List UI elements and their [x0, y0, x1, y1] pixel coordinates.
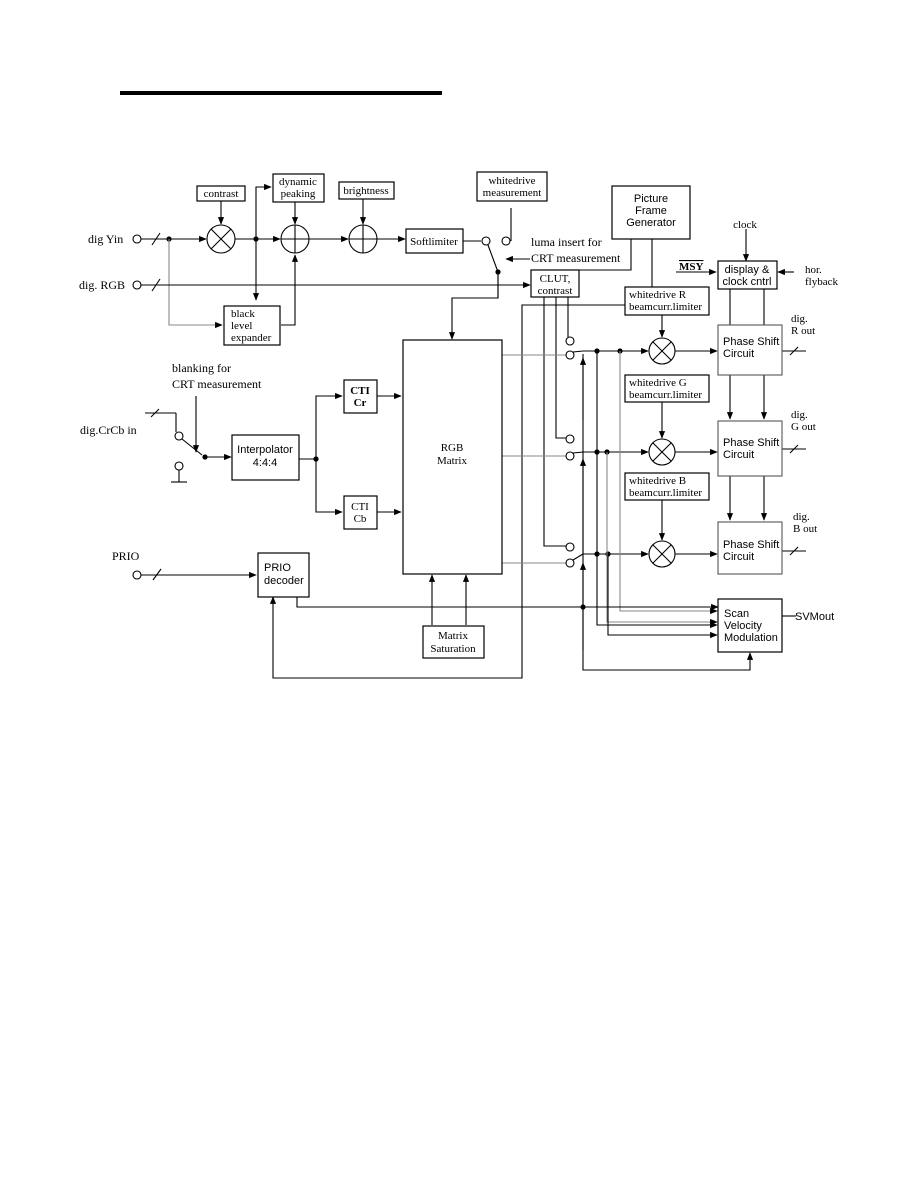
svg-text:whitedrive: whitedrive: [488, 175, 535, 187]
label-blanking: blanking for: [172, 361, 231, 375]
phase-shift-connections: [726, 346, 806, 617]
svg-text:whitedrive R: whitedrive R: [629, 289, 687, 301]
svg-text:Generator: Generator: [626, 217, 676, 229]
svg-text:brightness: brightness: [343, 185, 388, 197]
svg-text:peaking: peaking: [281, 188, 316, 200]
svg-text:Modulation: Modulation: [724, 632, 778, 644]
block-whitedrive-g: whitedrive G beamcurr.limiter: [624, 374, 710, 403]
svg-text:Scan: Scan: [724, 608, 749, 620]
svg-text:RGB: RGB: [441, 442, 464, 454]
block-whitedrive-r: whitedrive R beamcurr.limiter: [624, 286, 710, 316]
clut-outputs: [543, 297, 575, 552]
block-softlimiter: Softlimiter: [405, 228, 464, 254]
label-g-out: dig.: [791, 409, 808, 421]
block-brightness: brightness: [338, 181, 395, 200]
svg-text:beamcurr.limiter: beamcurr.limiter: [629, 389, 702, 401]
svg-text:CTI: CTI: [351, 501, 369, 513]
svg-text:clock cntrl: clock cntrl: [723, 276, 772, 288]
block-rgb-matrix: RGB Matrix: [402, 339, 503, 575]
block-dynamic-peaking: dynamic peaking: [272, 173, 325, 203]
block-prio-decoder: PRIO decoder: [257, 552, 310, 598]
svg-text:Circuit: Circuit: [723, 449, 754, 461]
channel-switches: [502, 347, 649, 568]
svg-text:Frame: Frame: [635, 205, 667, 217]
svg-text:Velocity: Velocity: [724, 620, 762, 632]
svg-text:Picture: Picture: [634, 193, 668, 205]
block-phase-shift-g: Phase Shift Circuit: [717, 420, 783, 477]
block-cti-cr: CTI Cr: [343, 379, 378, 414]
svg-text:Circuit: Circuit: [723, 348, 754, 360]
svg-text:flyback: flyback: [805, 276, 838, 288]
header-rule: [120, 91, 442, 95]
label-msy: MSY: [679, 261, 704, 273]
svg-text:CRT measurement: CRT measurement: [172, 377, 262, 391]
svg-text:Phase Shift: Phase Shift: [723, 336, 779, 348]
svg-text:beamcurr.limiter: beamcurr.limiter: [629, 487, 702, 499]
block-clut-contrast: CLUT, contrast: [530, 269, 580, 298]
svg-text:CTI: CTI: [350, 385, 370, 397]
prio-path: [132, 568, 470, 625]
label-hor-flyback: hor.: [805, 264, 822, 276]
svg-text:G out: G out: [791, 421, 816, 433]
svg-text:level: level: [231, 320, 252, 332]
block-matrix-saturation: Matrix Saturation: [422, 625, 485, 659]
svg-text:Phase Shift: Phase Shift: [723, 539, 779, 551]
svg-text:black: black: [231, 308, 255, 320]
block-whitedrive-measurement: whitedrive measurement: [476, 171, 548, 202]
pfg-to-clut-line: [575, 239, 632, 271]
label-b-out: dig.: [793, 511, 810, 523]
svg-text:Cr: Cr: [354, 397, 367, 409]
svg-text:whitedrive G: whitedrive G: [629, 377, 687, 389]
svg-text:PRIO: PRIO: [264, 562, 291, 574]
svg-text:expander: expander: [231, 332, 272, 344]
svg-text:whitedrive B: whitedrive B: [629, 475, 686, 487]
label-luma-insert: luma insert for: [531, 235, 602, 249]
svg-text:dynamic: dynamic: [279, 176, 317, 188]
svg-text:B out: B out: [793, 523, 817, 535]
chroma-path: [145, 392, 402, 516]
svg-text:Circuit: Circuit: [723, 551, 754, 563]
block-whitedrive-b: whitedrive B beamcurr.limiter: [624, 472, 710, 501]
svg-text:Matrix: Matrix: [438, 630, 468, 642]
svg-text:R out: R out: [791, 325, 815, 337]
label-clock: clock: [733, 219, 757, 231]
svg-text:4:4:4: 4:4:4: [253, 457, 277, 469]
block-display-clock: display & clock cntrl: [717, 260, 778, 290]
block-picture-frame-generator: Picture Frame Generator: [611, 185, 691, 240]
svg-text:Softlimiter: Softlimiter: [410, 236, 458, 248]
input-dig-yin: dig Yin: [88, 232, 123, 246]
svg-text:Interpolator: Interpolator: [237, 444, 293, 456]
input-dig-crcb: dig.CrCb in: [80, 423, 137, 437]
input-prio: PRIO: [112, 549, 140, 563]
svg-text:CLUT,: CLUT,: [540, 273, 571, 285]
label-r-out: dig.: [791, 313, 808, 325]
block-scan-velocity-modulation: Scan Velocity Modulation: [717, 598, 783, 653]
block-contrast: contrast: [196, 185, 246, 202]
rgb-input-path: [132, 278, 531, 292]
svg-text:contrast: contrast: [538, 285, 573, 297]
svg-text:CRT measurement: CRT measurement: [531, 251, 621, 265]
block-phase-shift-b: Phase Shift Circuit: [717, 521, 783, 575]
svg-text:display &: display &: [725, 264, 770, 276]
svg-text:Phase Shift: Phase Shift: [723, 437, 779, 449]
svg-text:beamcurr.limiter: beamcurr.limiter: [629, 301, 702, 313]
svg-text:measurement: measurement: [483, 187, 542, 199]
block-black-level-expander: black level expander: [223, 305, 281, 346]
svg-text:decoder: decoder: [264, 575, 304, 587]
input-dig-rgb: dig. RGB: [79, 278, 125, 292]
whitedrive-multipliers: [648, 315, 718, 568]
block-contrast-label: contrast: [204, 188, 239, 200]
svg-text:Matrix: Matrix: [437, 455, 467, 467]
block-phase-shift-r: Phase Shift Circuit: [717, 324, 783, 376]
luma-path: [132, 183, 530, 340]
block-cti-cb: CTI Cb: [343, 495, 378, 530]
block-interpolator: Interpolator 4:4:4: [231, 434, 300, 481]
label-svmout: SVMout: [795, 611, 834, 623]
svg-text:Cb: Cb: [354, 513, 367, 525]
svg-text:Saturation: Saturation: [430, 643, 476, 655]
svm-inputs: [296, 351, 754, 671]
